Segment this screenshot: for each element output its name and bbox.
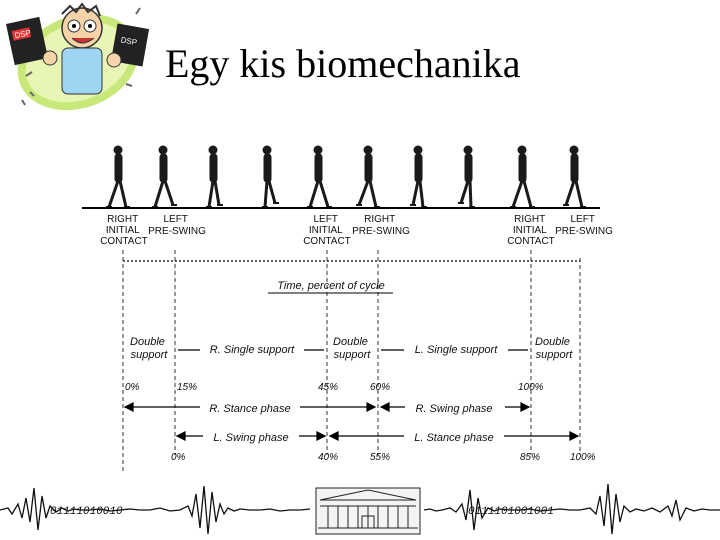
single-support-r-label: R. Single support bbox=[210, 344, 295, 356]
tick-top-60: 60% bbox=[370, 382, 390, 393]
time-axis-label: Time, percent of cycle bbox=[277, 280, 385, 292]
walking-figure bbox=[510, 145, 535, 208]
event-label-right-pre-swing: RIGHT PRE-SWING bbox=[352, 214, 410, 237]
tick-top-0: 0% bbox=[125, 382, 140, 393]
double-support-2: Double support bbox=[333, 336, 371, 361]
walking-figure bbox=[152, 145, 177, 208]
tick-top-45: 45% bbox=[318, 382, 338, 393]
walking-figure bbox=[356, 145, 380, 208]
waveform-right bbox=[423, 483, 720, 535]
tick-bottom-0: 0% bbox=[171, 452, 186, 463]
event-label-left-initial-contact: LEFT INITIAL CONTACT bbox=[303, 214, 351, 247]
tick-bottom-40: 40% bbox=[318, 452, 338, 463]
walking-figures-strip bbox=[106, 145, 586, 208]
single-support-l-label: L. Single support bbox=[415, 344, 498, 356]
footer-signal-banner: 01111010010 0111101001001 bbox=[0, 483, 720, 535]
walking-figure bbox=[563, 145, 586, 208]
event-label-left-pre-swing: LEFT PRE-SWING bbox=[148, 214, 206, 237]
binary-string-left: 01111010010 bbox=[50, 506, 123, 518]
tick-top-100: 100% bbox=[518, 382, 544, 393]
binary-string-right: 0111101001001 bbox=[468, 506, 554, 518]
event-label-right-initial-contact: RIGHT INITIAL CONTACT bbox=[507, 214, 555, 247]
tick-bottom-55: 55% bbox=[370, 452, 390, 463]
building-engraving bbox=[315, 487, 421, 535]
tick-top-15: 15% bbox=[177, 382, 197, 393]
l-swing-label: L. Swing phase bbox=[213, 432, 288, 444]
waveform-left bbox=[0, 485, 311, 535]
book-label-left: DSP bbox=[14, 28, 32, 40]
walking-figure bbox=[206, 145, 223, 208]
event-label-left-pre-swing: LEFT PRE-SWING bbox=[555, 214, 613, 237]
walking-figure bbox=[106, 145, 130, 208]
l-stance-label: L. Stance phase bbox=[414, 432, 494, 444]
tick-bottom-100: 100% bbox=[570, 452, 596, 463]
walking-figure bbox=[307, 145, 332, 208]
slide-title: Egy kis biomechanika bbox=[165, 41, 521, 86]
double-support-1: Double support bbox=[130, 336, 168, 361]
tick-bottom-85: 85% bbox=[520, 452, 540, 463]
book-label-right: DSP bbox=[120, 35, 138, 47]
walking-figure bbox=[410, 145, 427, 208]
walking-figure bbox=[458, 145, 475, 208]
double-support-3: Double support bbox=[535, 336, 573, 361]
r-stance-label: R. Stance phase bbox=[209, 403, 290, 415]
walking-figure bbox=[262, 145, 279, 208]
phase-boundary-lines bbox=[122, 250, 581, 472]
dsp-mascot-logo: DSP DSP bbox=[6, 2, 150, 111]
r-swing-label: R. Swing phase bbox=[415, 403, 492, 415]
event-label-right-initial-contact: RIGHT INITIAL CONTACT bbox=[100, 214, 148, 247]
